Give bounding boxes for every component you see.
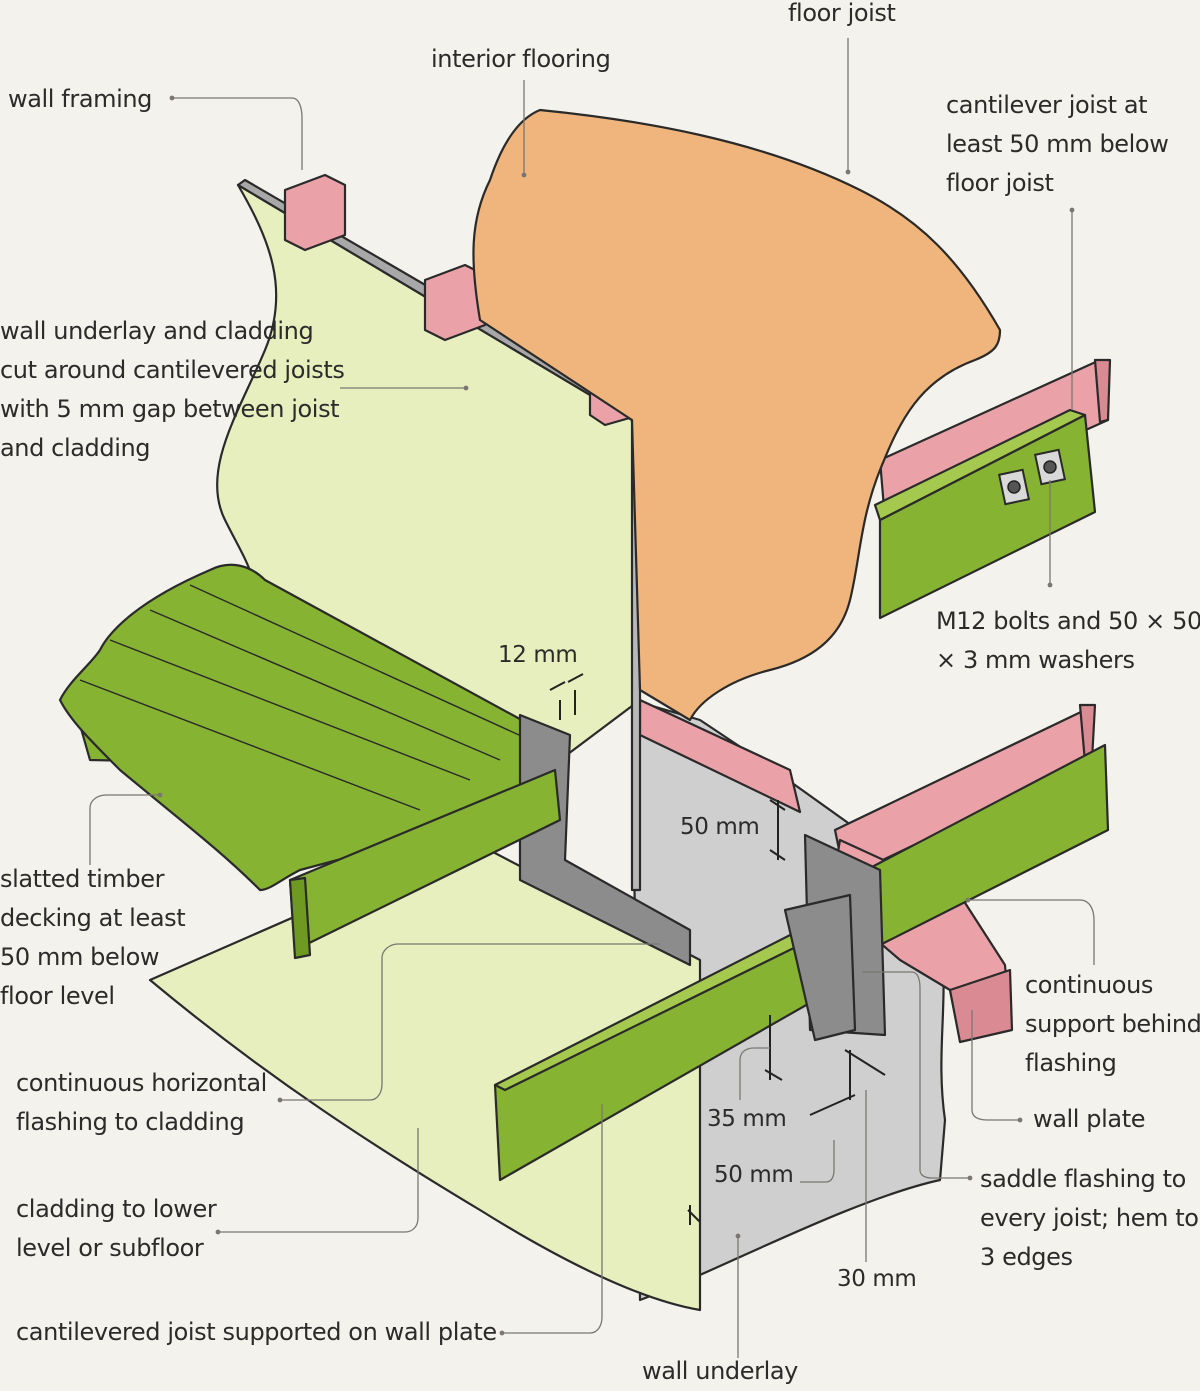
label-line: × 3 mm washers [936, 646, 1135, 674]
label-wall-underlay-cladding: wall underlay and cladding cut around ca… [0, 312, 345, 468]
label-line: and cladding [0, 434, 151, 462]
label-line: 3 edges [980, 1243, 1073, 1271]
horizontal-flashing [518, 713, 692, 967]
bolt-head-right [1043, 460, 1057, 474]
dimension-marks [549, 673, 886, 1225]
label-line: 50 mm below [0, 943, 160, 971]
interior-flooring [472, 108, 1002, 722]
cantilever-joist-upper-end [1093, 358, 1112, 424]
label-line: every joist; hem to [980, 1204, 1199, 1232]
label-wall-framing: wall framing [8, 85, 153, 113]
dimension-12mm: 12 mm [498, 642, 578, 668]
decking-slat-line-3 [189, 584, 531, 741]
bolt-head-left [1007, 480, 1021, 494]
label-wall-underlay: wall underlay [642, 1357, 798, 1385]
label-line: cantilever joist at [946, 91, 1148, 119]
dimension-30mm: 30 mm [837, 1266, 917, 1292]
label-line: cladding to lower [16, 1195, 217, 1223]
leader-lines [89, 38, 1095, 1358]
label-line: support behind [1025, 1010, 1200, 1038]
label-line: level or subfloor [16, 1234, 204, 1262]
label-cantilever-joist: cantilever joist at least 50 mm below fl… [946, 86, 1169, 203]
cladding-panel-lower [148, 838, 702, 1312]
label-line: decking at least [0, 904, 186, 932]
label-cantilevered-joist-plate: cantilevered joist supported on wall pla… [16, 1318, 497, 1346]
label-saddle-flashing: saddle flashing to every joist; hem to 3… [980, 1160, 1199, 1277]
label-line: least 50 mm below [946, 130, 1169, 158]
label-line: flashing to cladding [16, 1108, 245, 1136]
label-line: cut around cantilevered joists [0, 356, 345, 384]
dimension-50mm-top: 50 mm [680, 814, 760, 840]
label-line: floor joist [946, 169, 1054, 197]
dimension-35mm: 35 mm [707, 1106, 787, 1132]
label-interior-flooring: interior flooring [431, 45, 611, 73]
label-horizontal-flashing: continuous horizontal flashing to claddi… [16, 1064, 267, 1142]
decking-slat-line-1 [109, 639, 471, 781]
label-line: continuous horizontal [16, 1069, 267, 1097]
label-line: slatted timber [0, 865, 165, 893]
label-wall-plate: wall plate [1033, 1105, 1146, 1133]
label-line: M12 bolts and 50 × 50 [936, 607, 1200, 635]
wall-stud-2 [423, 263, 487, 342]
wall-plate-end [948, 968, 1014, 1044]
label-line: wall underlay and cladding [0, 317, 314, 345]
saddle-flashing-front [783, 893, 857, 1042]
label-continuous-support: continuous support behind flashing [1025, 966, 1200, 1083]
green-joist-upper-top [873, 408, 1087, 522]
decking-slat-line-2 [149, 609, 501, 761]
decking-joist-end [288, 876, 312, 960]
label-m12-bolts: M12 bolts and 50 × 50 × 3 mm washers [936, 602, 1200, 680]
label-cladding-lower: cladding to lower level or subfloor [16, 1190, 217, 1268]
label-line: with 5 mm gap between joist [0, 395, 340, 423]
label-floor-joist: floor joist [788, 0, 896, 27]
wall-stud-1 [283, 173, 347, 252]
label-line: floor level [0, 982, 115, 1010]
label-line: continuous [1025, 971, 1153, 999]
label-slatted-decking: slatted timber decking at least 50 mm be… [0, 860, 186, 1016]
label-line: flashing [1025, 1049, 1117, 1077]
decking-slat-line-4 [79, 679, 421, 811]
label-line: saddle flashing to [980, 1165, 1186, 1193]
dimension-50mm-bottom: 50 mm [714, 1162, 794, 1188]
